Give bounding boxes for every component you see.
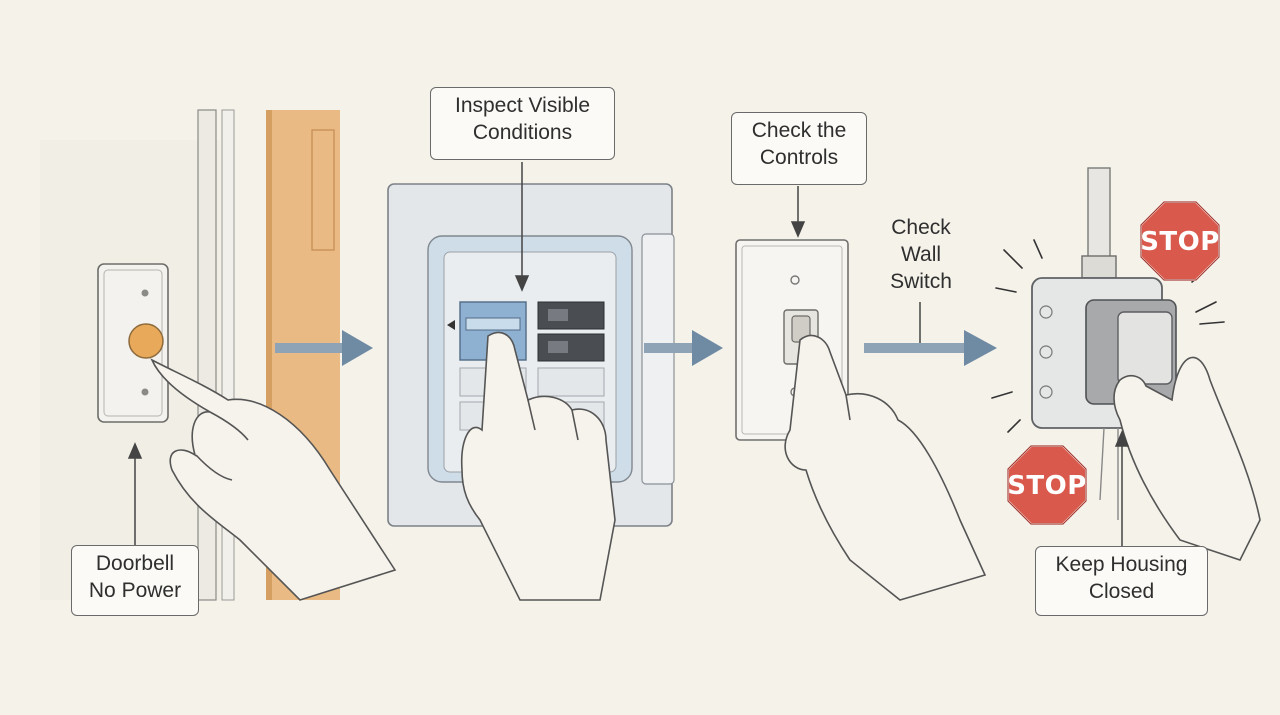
step-label-line: Check bbox=[891, 216, 951, 239]
step-label-line: Conditions bbox=[472, 121, 573, 144]
hand-icon bbox=[1113, 356, 1261, 561]
step-label-line: Keep Housing bbox=[1055, 553, 1188, 576]
hand-icon bbox=[150, 358, 397, 601]
step-label-line: Check the bbox=[751, 119, 847, 142]
hand-icon bbox=[460, 331, 616, 601]
pointer-line-3 bbox=[790, 186, 806, 238]
stop-sign-icon: STOP bbox=[1007, 445, 1087, 525]
step-label-line: No Power bbox=[88, 579, 182, 602]
step-label-controls: Check the Controls bbox=[731, 112, 867, 185]
step-label-line: Wall bbox=[900, 243, 942, 266]
step-label-keep-closed: Keep Housing Closed bbox=[1035, 546, 1208, 616]
step-label-line: Controls bbox=[759, 146, 839, 169]
step-label-wall-switch: Check Wall Switch bbox=[872, 214, 970, 295]
arrow-right-icon bbox=[864, 302, 997, 366]
stop-sign-icon: STOP bbox=[1140, 201, 1220, 281]
stop-sign-label: STOP bbox=[1007, 471, 1087, 501]
step-label-line: Switch bbox=[890, 270, 952, 293]
arrow-right-icon bbox=[644, 330, 723, 366]
step-label-doorbell: Doorbell No Power bbox=[71, 545, 199, 616]
doorbell-icon bbox=[97, 263, 169, 423]
step-label-line: Inspect Visible bbox=[454, 94, 591, 117]
step-label-inspect: Inspect Visible Conditions bbox=[430, 87, 615, 160]
pointer-line-2 bbox=[514, 162, 530, 292]
stop-sign-label: STOP bbox=[1140, 227, 1220, 257]
hand-icon bbox=[784, 334, 987, 601]
pointer-line-4 bbox=[1114, 430, 1130, 548]
step-label-line: Doorbell bbox=[95, 552, 175, 575]
arrow-right-icon bbox=[275, 330, 373, 366]
pointer-line-1 bbox=[127, 442, 143, 548]
step-label-line: Closed bbox=[1088, 580, 1155, 603]
